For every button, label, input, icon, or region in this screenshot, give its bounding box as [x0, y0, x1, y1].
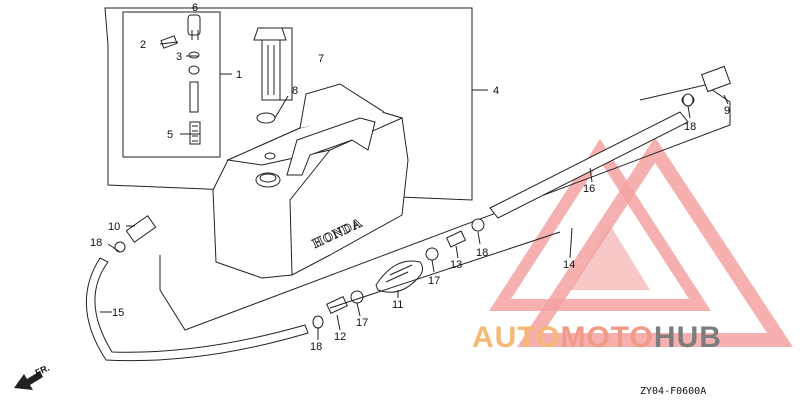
watermark-brand-text: AUTOMOTOHUB [472, 321, 722, 354]
callout-17-lower: 17 [356, 317, 368, 329]
part-18-clip-b [471, 218, 485, 232]
fuel-tank [212, 83, 409, 279]
callout-labels: 1 2 3 4 5 6 7 8 9 10 11 12 13 14 15 16 1… [90, 2, 730, 353]
callout-18-left: 18 [90, 237, 102, 249]
callout-11: 11 [392, 299, 403, 311]
callout-12: 12 [334, 331, 346, 343]
fuel-pickup-tube [189, 81, 199, 113]
callout-3: 3 [176, 51, 182, 63]
front-direction-label: FR. [34, 363, 51, 378]
callout-13: 13 [450, 259, 462, 271]
part-nut [188, 65, 200, 75]
callout-9: 9 [724, 105, 730, 117]
callout-18-bottom: 18 [310, 341, 322, 353]
watermark-triangle-logo [488, 137, 793, 347]
part-7-fuel-gauge [253, 27, 287, 101]
part-17-clip-a [425, 247, 439, 261]
part-6-vent-fitting [187, 14, 201, 40]
callout-4: 4 [493, 85, 499, 97]
watermark-moto: MOTO [560, 321, 653, 354]
callout-17-upper: 17 [428, 275, 440, 287]
leader-lines [100, 27, 729, 340]
part-12-connector [326, 296, 348, 314]
part-8-gasket [256, 112, 276, 124]
part-5-strainer [189, 121, 201, 145]
part-18-clip-a [682, 93, 694, 107]
callout-16: 16 [583, 183, 595, 195]
front-direction-arrow-icon [14, 371, 43, 390]
callout-2: 2 [140, 39, 146, 51]
callout-6: 6 [192, 2, 198, 14]
part-3-washer [188, 51, 200, 59]
callout-7: 7 [318, 53, 324, 65]
callout-1: 1 [236, 69, 242, 81]
part-11-primer-bulb [375, 260, 424, 293]
callout-18-upper-right: 18 [684, 121, 696, 133]
part-13-joint [445, 230, 467, 248]
callout-14: 14 [563, 259, 575, 271]
callout-8: 8 [292, 85, 298, 97]
callout-5: 5 [167, 129, 173, 141]
watermark-hub: HUB [654, 321, 722, 354]
watermark-auto: AUTO [472, 321, 560, 354]
diagram-code: ZY04-F0600A [640, 386, 706, 397]
callout-18-middle: 18 [476, 247, 488, 259]
part-18-clip-d [114, 241, 126, 253]
part-2-elbow-fitting [160, 35, 178, 49]
callout-15: 15 [112, 307, 124, 319]
part-17-clip-b [350, 290, 364, 304]
part-18-clip-c [312, 315, 324, 329]
part-16-fuel-tube [489, 111, 689, 219]
assembly-box-1 [122, 11, 221, 158]
part-15-fuel-hose [85, 257, 309, 362]
part-14-hose [329, 231, 561, 309]
callout-10: 10 [108, 221, 120, 233]
part-10-engine-connector [125, 215, 157, 243]
